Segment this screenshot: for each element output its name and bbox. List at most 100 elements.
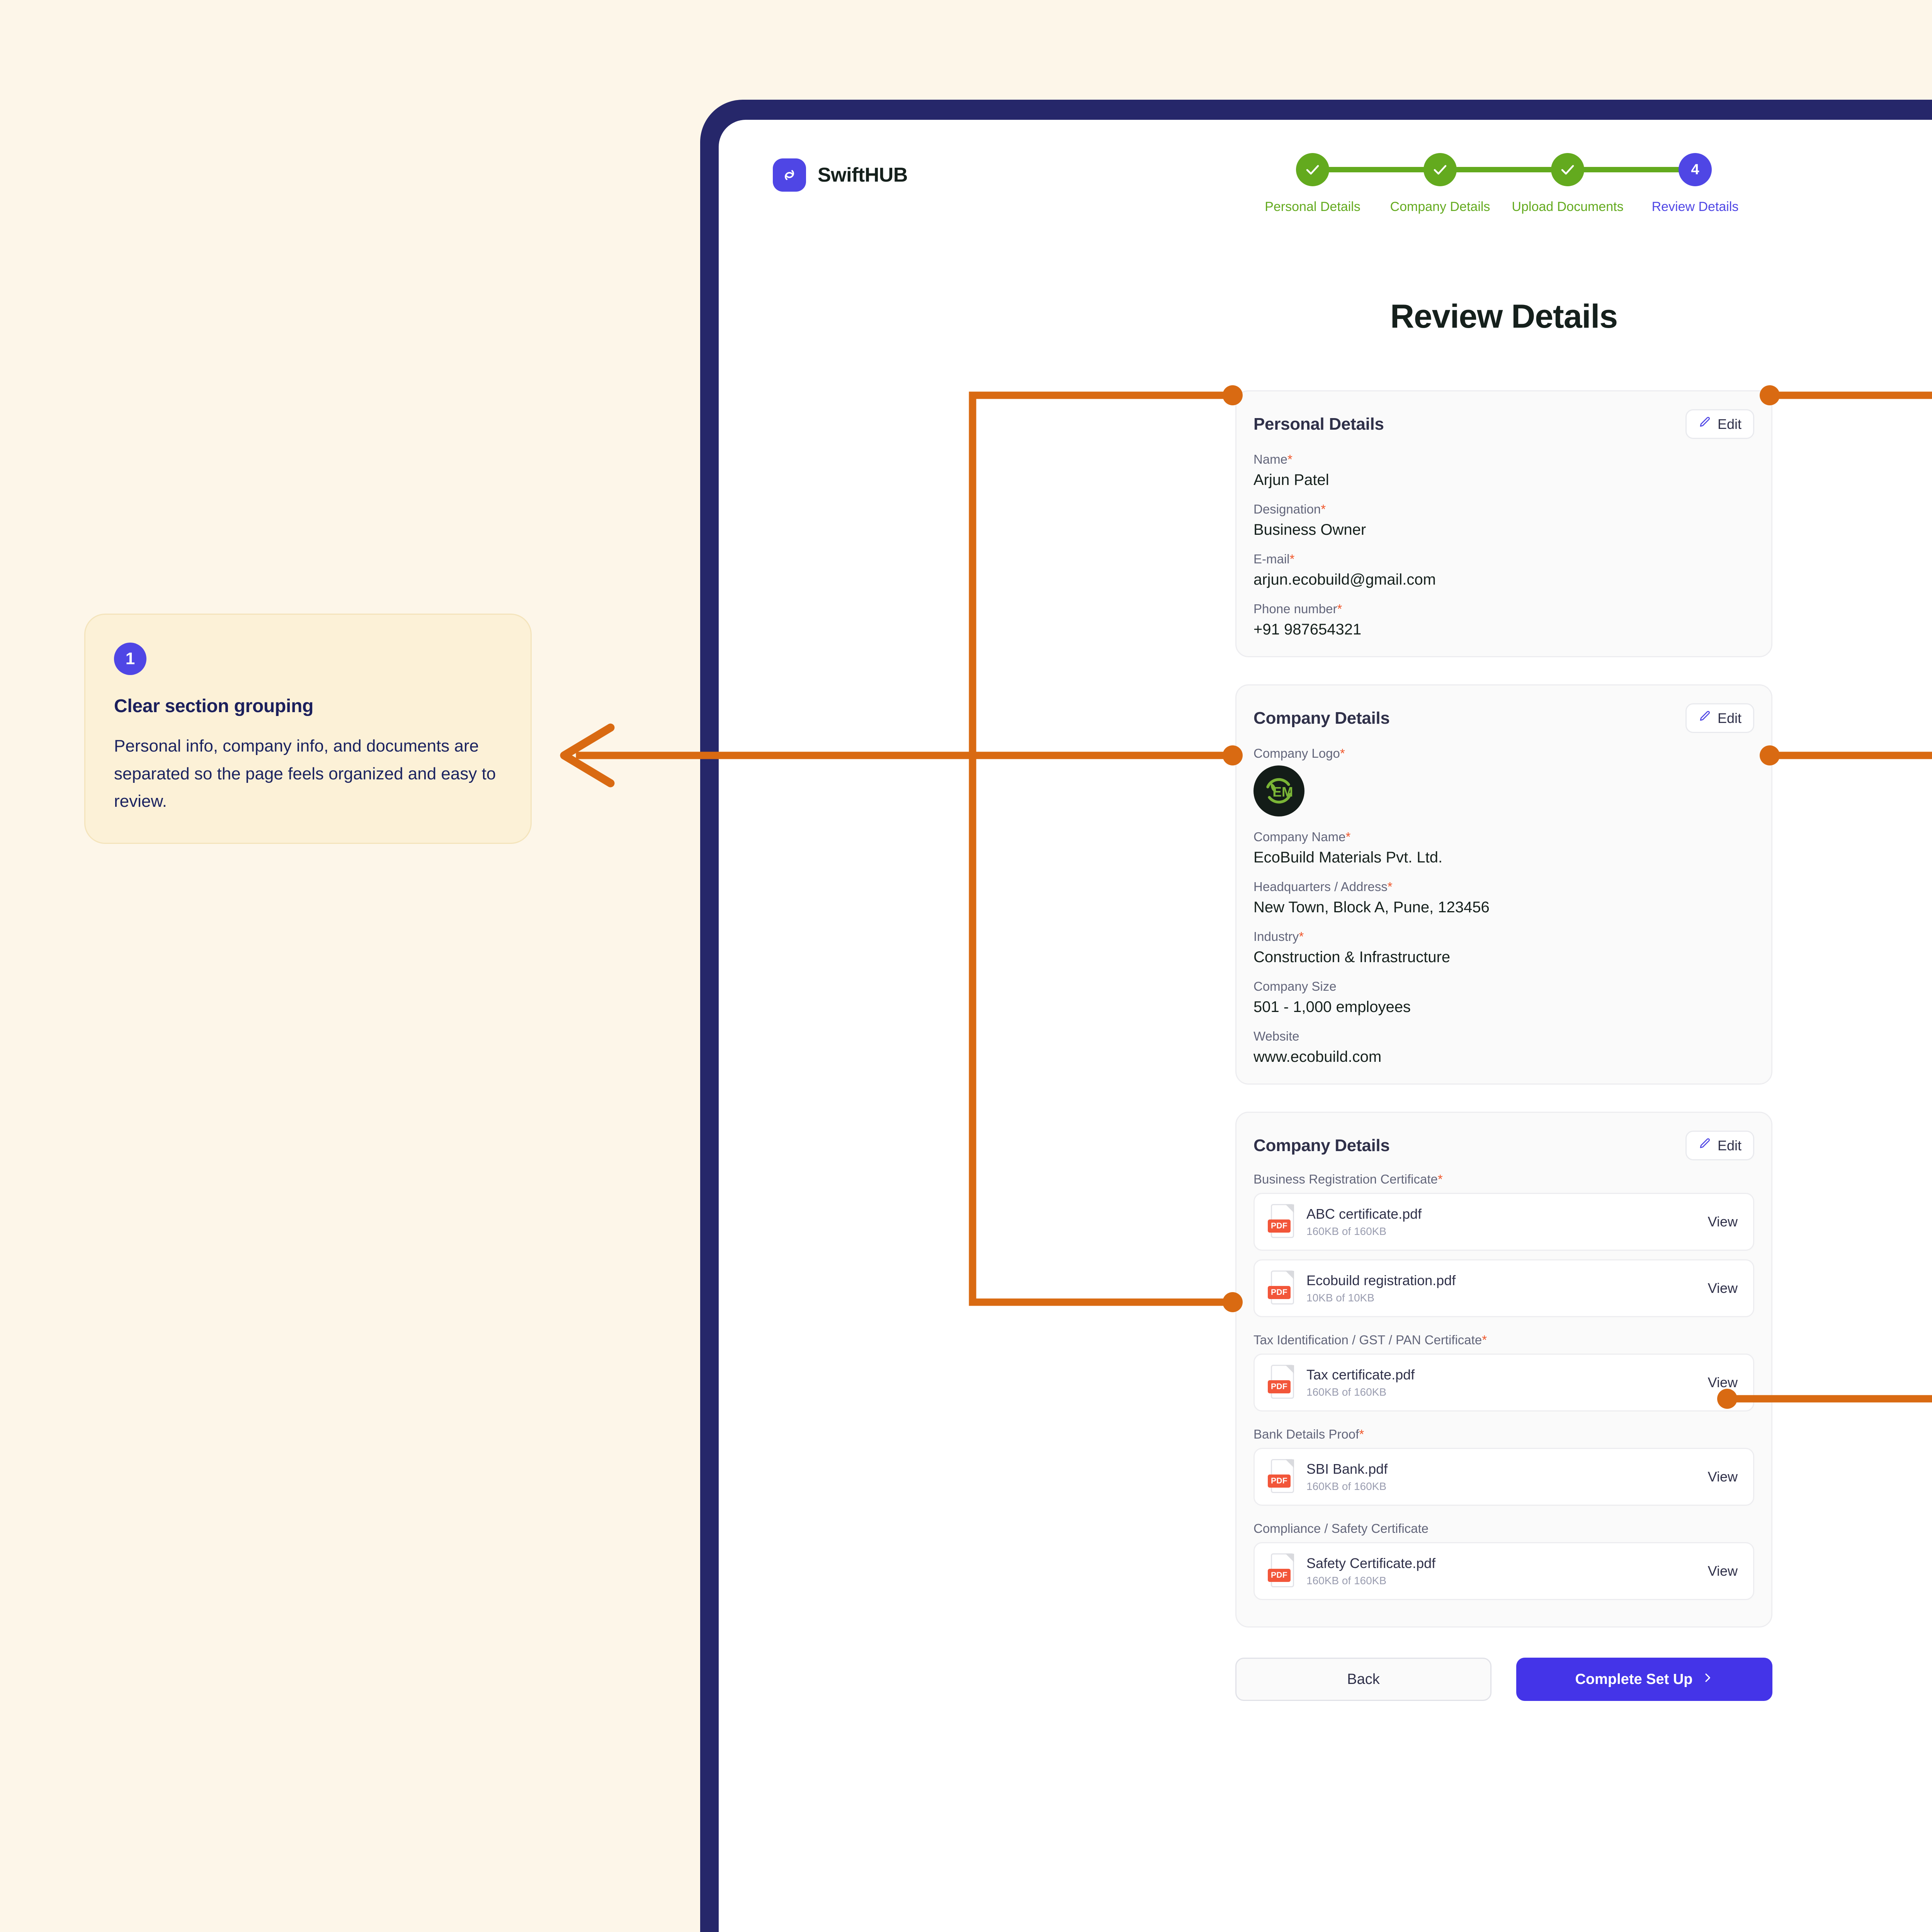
field-industry: Industry* Construction & Infrastructure bbox=[1253, 929, 1754, 966]
doc-group-label-compliance-safety: Compliance / Safety Certificate bbox=[1253, 1521, 1429, 1536]
edit-company-details-button[interactable]: Edit bbox=[1685, 703, 1754, 733]
view-document-button[interactable]: View bbox=[1708, 1469, 1738, 1485]
document-row[interactable]: PDF ABC certificate.pdf 160KB of 160KB V… bbox=[1253, 1193, 1754, 1251]
document-size: 160KB of 160KB bbox=[1306, 1225, 1387, 1237]
pdf-badge-label: PDF bbox=[1268, 1219, 1291, 1233]
card-title: Company Details bbox=[1253, 1136, 1390, 1155]
step-marker-check bbox=[1551, 153, 1584, 186]
device-frame: SwiftHUB Personal Details bbox=[700, 100, 1932, 1932]
field-value: www.ecobuild.com bbox=[1253, 1048, 1382, 1065]
company-details-card: Company Details Edit Company Logo* bbox=[1235, 684, 1772, 1085]
card-title: Personal Details bbox=[1253, 414, 1384, 434]
edit-personal-details-button[interactable]: Edit bbox=[1685, 409, 1754, 439]
field-website: Website www.ecobuild.com bbox=[1253, 1029, 1754, 1066]
back-button[interactable]: Back bbox=[1235, 1658, 1492, 1701]
document-name: Ecobuild registration.pdf bbox=[1306, 1272, 1456, 1288]
field-value: arjun.ecobuild@gmail.com bbox=[1253, 571, 1436, 588]
callout-clear-section-grouping: 1 Clear section grouping Personal info, … bbox=[84, 614, 532, 844]
step-upload-documents[interactable]: Upload Documents bbox=[1504, 153, 1695, 214]
field-company-logo: Company Logo* EM bbox=[1253, 746, 1754, 816]
document-row[interactable]: PDF SBI Bank.pdf 160KB of 160KB View bbox=[1253, 1448, 1754, 1506]
swirl-logo-icon bbox=[773, 158, 806, 192]
callout-number-badge: 1 bbox=[114, 643, 146, 675]
step-label: Review Details bbox=[1651, 199, 1739, 214]
complete-setup-button[interactable]: Complete Set Up bbox=[1516, 1658, 1772, 1701]
pencil-icon bbox=[1698, 1137, 1711, 1154]
field-label: Designation* bbox=[1253, 502, 1326, 516]
brand: SwiftHUB bbox=[773, 158, 908, 192]
personal-details-card: Personal Details Edit Name* Ar bbox=[1235, 390, 1772, 657]
field-phone-number: Phone number* +91 987654321 bbox=[1253, 602, 1754, 638]
brand-name: SwiftHUB bbox=[818, 164, 908, 186]
document-name: Tax certificate.pdf bbox=[1306, 1367, 1415, 1383]
field-value: Business Owner bbox=[1253, 521, 1366, 538]
card-header: Company Details Edit bbox=[1253, 703, 1754, 733]
field-headquarters-address: Headquarters / Address* New Town, Block … bbox=[1253, 879, 1754, 916]
document-row[interactable]: PDF Safety Certificate.pdf 160KB of 160K… bbox=[1253, 1542, 1754, 1600]
callout-body: Personal info, company info, and documen… bbox=[114, 736, 496, 811]
field-label: Name* bbox=[1253, 452, 1293, 466]
pdf-badge-label: PDF bbox=[1268, 1475, 1291, 1488]
step-review-details[interactable]: 4 Review Details bbox=[1631, 153, 1759, 214]
field-value: Construction & Infrastructure bbox=[1253, 949, 1451, 966]
field-value: New Town, Block A, Pune, 123456 bbox=[1253, 899, 1490, 916]
svg-text:EM: EM bbox=[1272, 785, 1293, 800]
pdf-file-icon: PDF bbox=[1268, 1365, 1296, 1400]
view-document-button[interactable]: View bbox=[1708, 1563, 1738, 1579]
field-label: Phone number* bbox=[1253, 602, 1342, 616]
doc-group-label-business-registration: Business Registration Certificate* bbox=[1253, 1172, 1443, 1186]
view-document-button[interactable]: View bbox=[1708, 1280, 1738, 1296]
step-connector-line bbox=[1568, 167, 1695, 172]
field-label: Company Name* bbox=[1253, 830, 1351, 844]
view-document-button[interactable]: View bbox=[1708, 1374, 1738, 1390]
arrowhead-left-callout-1 bbox=[560, 723, 615, 787]
complete-setup-label: Complete Set Up bbox=[1575, 1671, 1693, 1687]
pencil-icon bbox=[1698, 710, 1711, 726]
view-document-button[interactable]: View bbox=[1708, 1214, 1738, 1230]
documents-card: Company Details Edit Business Registrati… bbox=[1235, 1112, 1772, 1628]
document-size: 160KB of 160KB bbox=[1306, 1386, 1387, 1398]
form-footer: Back Complete Set Up bbox=[1235, 1658, 1772, 1701]
field-label: Company Logo* bbox=[1253, 746, 1345, 760]
step-label: Company Details bbox=[1390, 199, 1490, 214]
pdf-file-icon: PDF bbox=[1268, 1204, 1296, 1240]
pdf-badge-label: PDF bbox=[1268, 1380, 1291, 1393]
field-value: 501 - 1,000 employees bbox=[1253, 998, 1411, 1015]
edit-label: Edit bbox=[1717, 416, 1742, 432]
card-title: Company Details bbox=[1253, 708, 1390, 728]
document-info: PDF ABC certificate.pdf 160KB of 160KB bbox=[1268, 1204, 1422, 1240]
step-company-details[interactable]: Company Details bbox=[1376, 153, 1568, 214]
field-label: E-mail* bbox=[1253, 552, 1295, 566]
field-value: Arjun Patel bbox=[1253, 471, 1329, 488]
field-label: Industry* bbox=[1253, 929, 1304, 944]
field-email: E-mail* arjun.ecobuild@gmail.com bbox=[1253, 552, 1754, 588]
field-label: Headquarters / Address* bbox=[1253, 879, 1393, 894]
doc-group-label-tax-certificate: Tax Identification / GST / PAN Certifica… bbox=[1253, 1333, 1487, 1347]
document-row[interactable]: PDF Ecobuild registration.pdf 10KB of 10… bbox=[1253, 1259, 1754, 1317]
pdf-file-icon: PDF bbox=[1268, 1270, 1296, 1306]
pdf-file-icon: PDF bbox=[1268, 1459, 1296, 1495]
document-row[interactable]: PDF Tax certificate.pdf 160KB of 160KB V… bbox=[1253, 1354, 1754, 1412]
pencil-icon bbox=[1698, 416, 1711, 432]
chevron-right-icon bbox=[1701, 1671, 1714, 1688]
step-marker-check bbox=[1296, 153, 1329, 186]
progress-stepper: Personal Details Company Details bbox=[1249, 153, 1759, 214]
pdf-badge-label: PDF bbox=[1268, 1569, 1291, 1582]
edit-documents-button[interactable]: Edit bbox=[1685, 1131, 1754, 1160]
edit-label: Edit bbox=[1717, 1137, 1742, 1153]
callout-title: Clear section grouping bbox=[114, 696, 314, 716]
card-header: Company Details Edit bbox=[1253, 1131, 1754, 1160]
document-info: PDF Tax certificate.pdf 160KB of 160KB bbox=[1268, 1365, 1415, 1400]
document-info: PDF SBI Bank.pdf 160KB of 160KB bbox=[1268, 1459, 1388, 1495]
edit-label: Edit bbox=[1717, 710, 1742, 726]
field-label: Company Size bbox=[1253, 979, 1337, 993]
field-label: Website bbox=[1253, 1029, 1299, 1043]
document-info: PDF Safety Certificate.pdf 160KB of 160K… bbox=[1268, 1553, 1435, 1589]
step-connector-line bbox=[1440, 167, 1568, 172]
app-screen: SwiftHUB Personal Details bbox=[719, 120, 1932, 1932]
field-value: EcoBuild Materials Pvt. Ltd. bbox=[1253, 849, 1443, 866]
step-personal-details[interactable]: Personal Details bbox=[1249, 153, 1440, 214]
page-title: Review Details bbox=[1390, 298, 1618, 335]
field-company-name: Company Name* EcoBuild Materials Pvt. Lt… bbox=[1253, 830, 1754, 866]
